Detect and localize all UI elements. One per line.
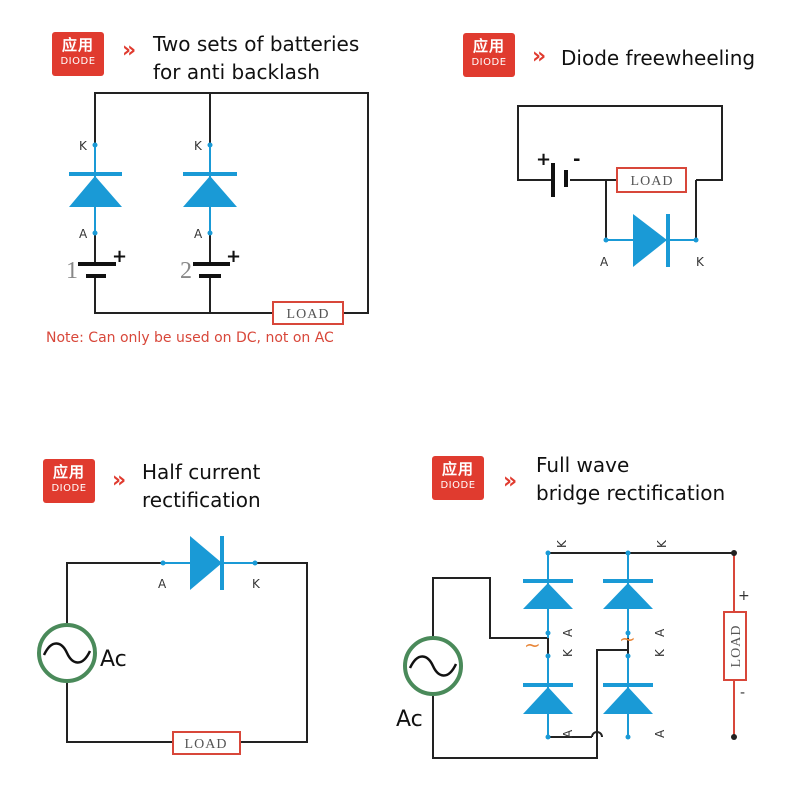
load-resistor xyxy=(723,611,747,681)
anode-label: A xyxy=(561,729,575,738)
badge-en-text: DIODE xyxy=(60,56,96,67)
battery xyxy=(551,163,568,197)
panel-title: Diode freewheeling xyxy=(561,46,756,70)
dc-only-note: Note: Can only be used on DC, not on AC xyxy=(46,330,334,346)
battery-1 xyxy=(78,262,116,278)
half-wave-diode xyxy=(160,536,258,590)
ac-input-marker: ~ xyxy=(619,627,636,651)
battery-1-label: 1 xyxy=(66,258,78,284)
cathode-label: K xyxy=(655,539,669,548)
ac-input-marker: ~ xyxy=(524,633,541,657)
load-label: LOAD xyxy=(631,174,674,189)
anode-label: A xyxy=(653,729,667,738)
anode-label: A xyxy=(561,628,575,637)
ac-source-icon xyxy=(37,623,97,683)
plus-sign: + xyxy=(226,246,241,267)
cathode-label: K xyxy=(252,577,261,591)
cathode-label: K xyxy=(561,648,575,657)
cathode-label: K xyxy=(696,255,705,269)
load-resistor xyxy=(616,167,687,193)
diode-2 xyxy=(183,142,237,236)
load-label: LOAD xyxy=(287,307,330,322)
minus-sign: - xyxy=(573,149,580,170)
freewheel-diode xyxy=(603,214,699,267)
battery-2 xyxy=(193,262,230,278)
minus-sign: - xyxy=(740,685,745,701)
anode-label: A xyxy=(600,255,609,269)
circuit-anti-backlash xyxy=(94,92,369,314)
ac-source-icon xyxy=(403,636,463,696)
circuit-freewheeling xyxy=(517,105,723,240)
anode-label: A xyxy=(79,227,88,241)
diode-badge: 应用 DIODE xyxy=(52,32,104,76)
load-label: LOAD xyxy=(729,625,744,668)
cathode-label: K xyxy=(79,139,88,153)
cathode-label: K xyxy=(653,648,667,657)
bridge-diodes xyxy=(523,550,653,740)
ac-label: Ac xyxy=(100,647,127,672)
battery-2-label: 2 xyxy=(180,258,192,284)
ac-label: Ac xyxy=(396,707,423,732)
plus-sign: + xyxy=(536,149,551,170)
cathode-label: K xyxy=(555,539,569,548)
cathode-label: K xyxy=(194,139,203,153)
load-resistor xyxy=(172,731,241,755)
load-resistor xyxy=(272,301,344,325)
anode-label: A xyxy=(653,628,667,637)
anode-label: A xyxy=(194,227,203,241)
load-label: LOAD xyxy=(185,737,228,752)
circuit-bridge xyxy=(432,552,734,759)
badge-cn-text: 应用 xyxy=(61,36,94,54)
anode-label: A xyxy=(158,577,167,591)
diode-1 xyxy=(69,142,122,236)
plus-sign: + xyxy=(112,246,127,267)
circuit-half-wave xyxy=(66,562,308,743)
plus-sign: + xyxy=(738,588,750,604)
